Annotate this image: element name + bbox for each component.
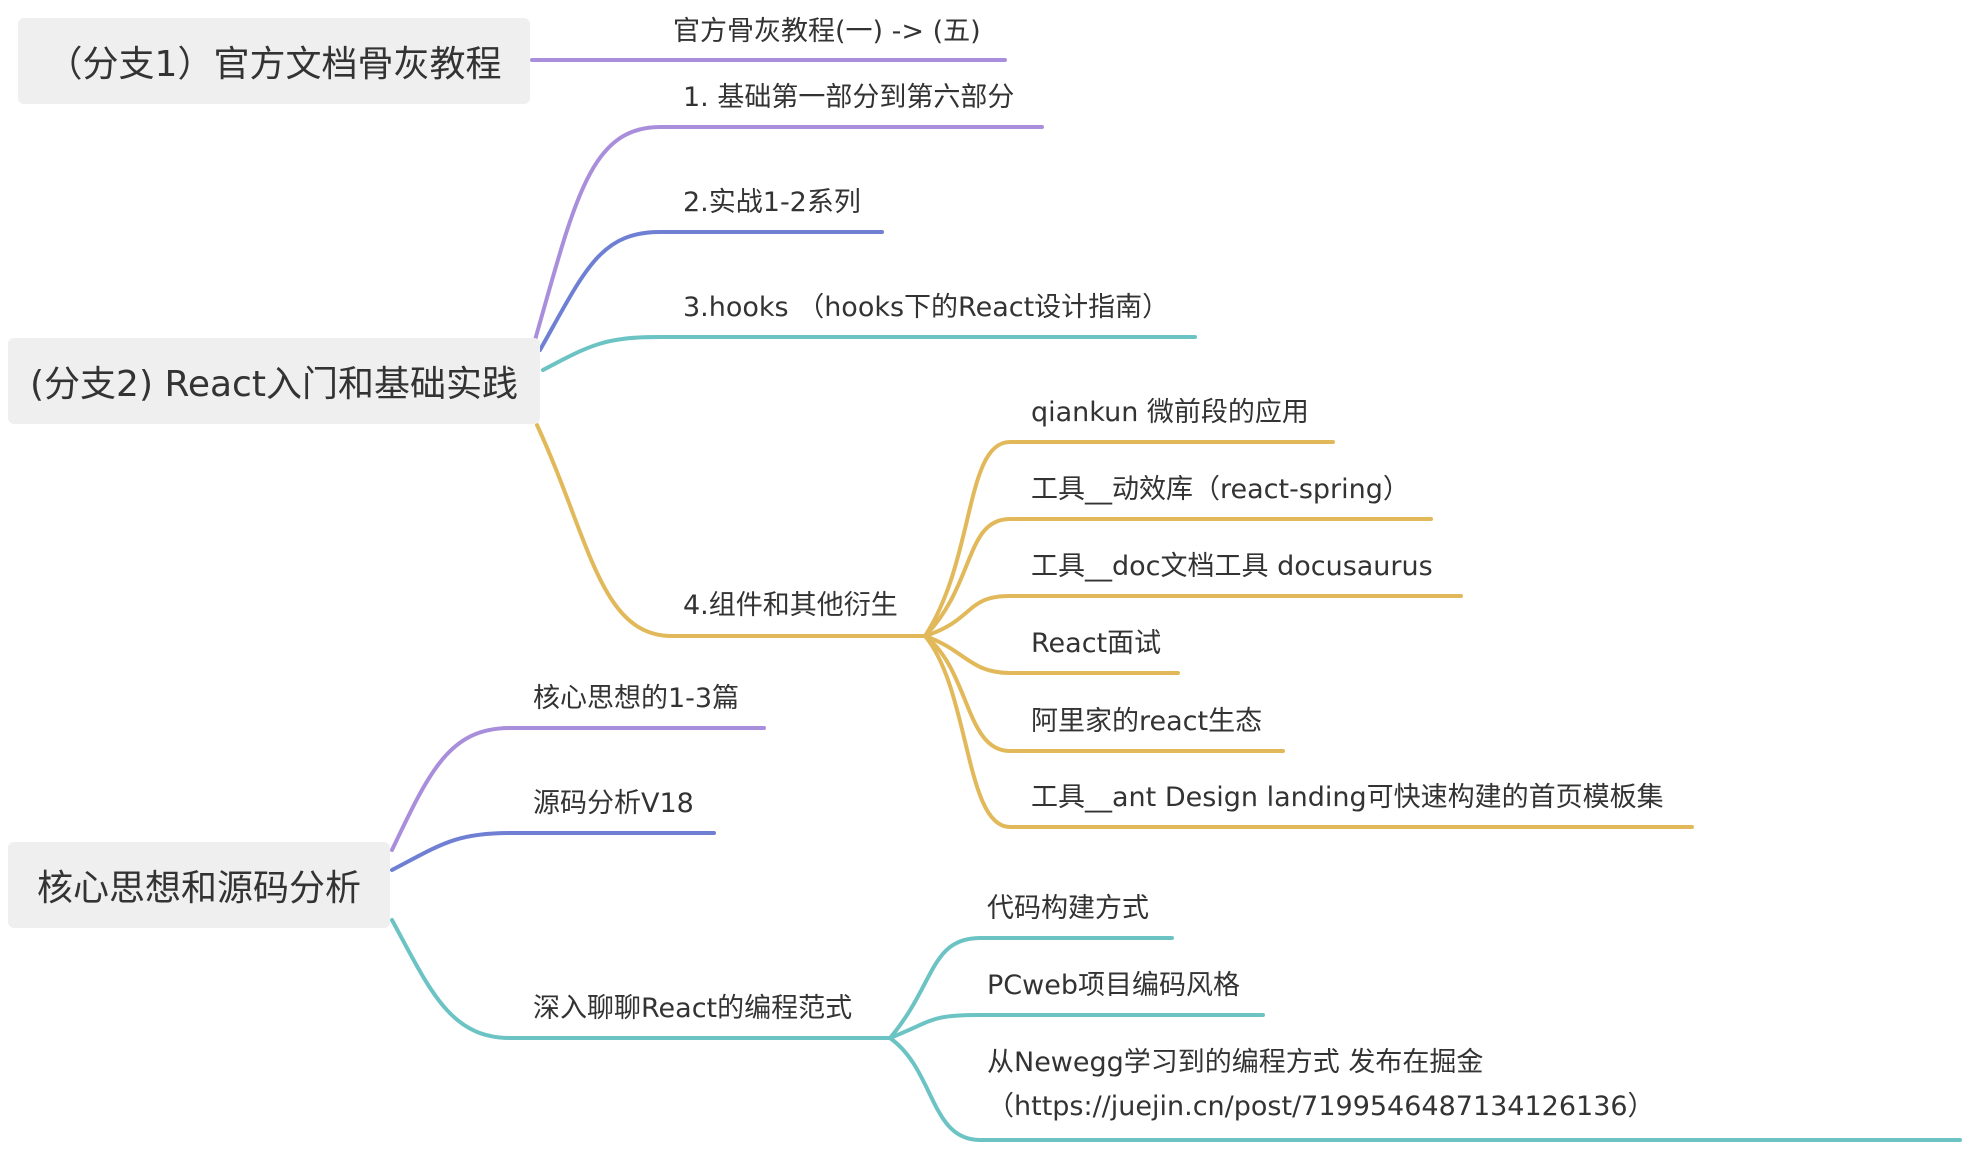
sub-b2-react-spring[interactable]: 工具__动效库（react-spring） — [1031, 474, 1410, 505]
connector-b3-t2 — [390, 831, 716, 872]
sub-b3-newegg-link[interactable]: （https://juejin.cn/post/7199546487134126… — [987, 1091, 1655, 1122]
branch-2-node[interactable]: (分支2) React入门和基础实践 — [8, 338, 540, 424]
connector-b2-t4-s1 — [923, 440, 1335, 638]
topic-b1-official-tutorial[interactable]: 官方骨灰教程(一) -> (五) — [673, 16, 981, 47]
connector-b2-t4-s6 — [923, 634, 1694, 829]
sub-b2-ant-design-landing[interactable]: 工具__ant Design landing可快速构建的首页模板集 — [1031, 782, 1664, 813]
connector-b2-t1 — [533, 125, 1044, 342]
sub-b3-pcweb-style[interactable]: PCweb项目编码风格 — [987, 970, 1240, 1001]
topic-b3-core-ideas[interactable]: 核心思想的1-3篇 — [533, 683, 740, 714]
sub-b3-newegg-title: 从Newegg学习到的编程方式 发布在掘金 — [987, 1047, 1484, 1078]
topic-b2-hooks[interactable]: 3.hooks （hooks下的React设计指南） — [683, 292, 1170, 323]
topic-b3-programming-paradigm[interactable]: 深入聊聊React的编程范式 — [533, 993, 853, 1024]
connector-b3-t3-s1 — [888, 936, 1174, 1040]
connector-b3-t3-s3 — [888, 1036, 1962, 1142]
branch-3-node[interactable]: 核心思想和源码分析 — [8, 842, 390, 928]
connector-b3-t3 — [390, 918, 892, 1040]
topic-b2-practice[interactable]: 2.实战1-2系列 — [683, 187, 861, 218]
connector-b2-t3 — [541, 335, 1197, 372]
sub-b3-newegg-article[interactable]: 从Newegg学习到的编程方式 发布在掘金 （https://juejin.cn… — [987, 1045, 1655, 1125]
connector-b3-t3-s2 — [888, 1013, 1265, 1040]
branch-1-node[interactable]: （分支1）官方文档骨灰教程 — [18, 18, 530, 104]
topic-b2-basics[interactable]: 1. 基础第一部分到第六部分 — [683, 82, 1015, 113]
sub-b2-qiankun[interactable]: qiankun 微前段的应用 — [1031, 397, 1309, 428]
topic-b2-components[interactable]: 4.组件和其他衍生 — [683, 590, 898, 621]
connector-b2-t4-s4 — [923, 634, 1180, 675]
sub-b2-ali-ecosystem[interactable]: 阿里家的react生态 — [1031, 706, 1263, 737]
connector-b2-t2 — [538, 230, 884, 352]
connector-b2-t4-s2 — [923, 517, 1433, 638]
sub-b3-build-method[interactable]: 代码构建方式 — [987, 893, 1149, 924]
sub-b2-react-interview[interactable]: React面试 — [1031, 628, 1162, 659]
topic-b3-source-v18[interactable]: 源码分析V18 — [533, 788, 694, 819]
connector-b3-t1 — [390, 726, 766, 852]
connector-b2-t4-s5 — [923, 634, 1285, 753]
connector-b2-t4 — [535, 423, 927, 638]
connector-b2-t4-s3 — [923, 594, 1463, 638]
sub-b2-docusaurus[interactable]: 工具__doc文档工具 docusaurus — [1031, 551, 1433, 582]
